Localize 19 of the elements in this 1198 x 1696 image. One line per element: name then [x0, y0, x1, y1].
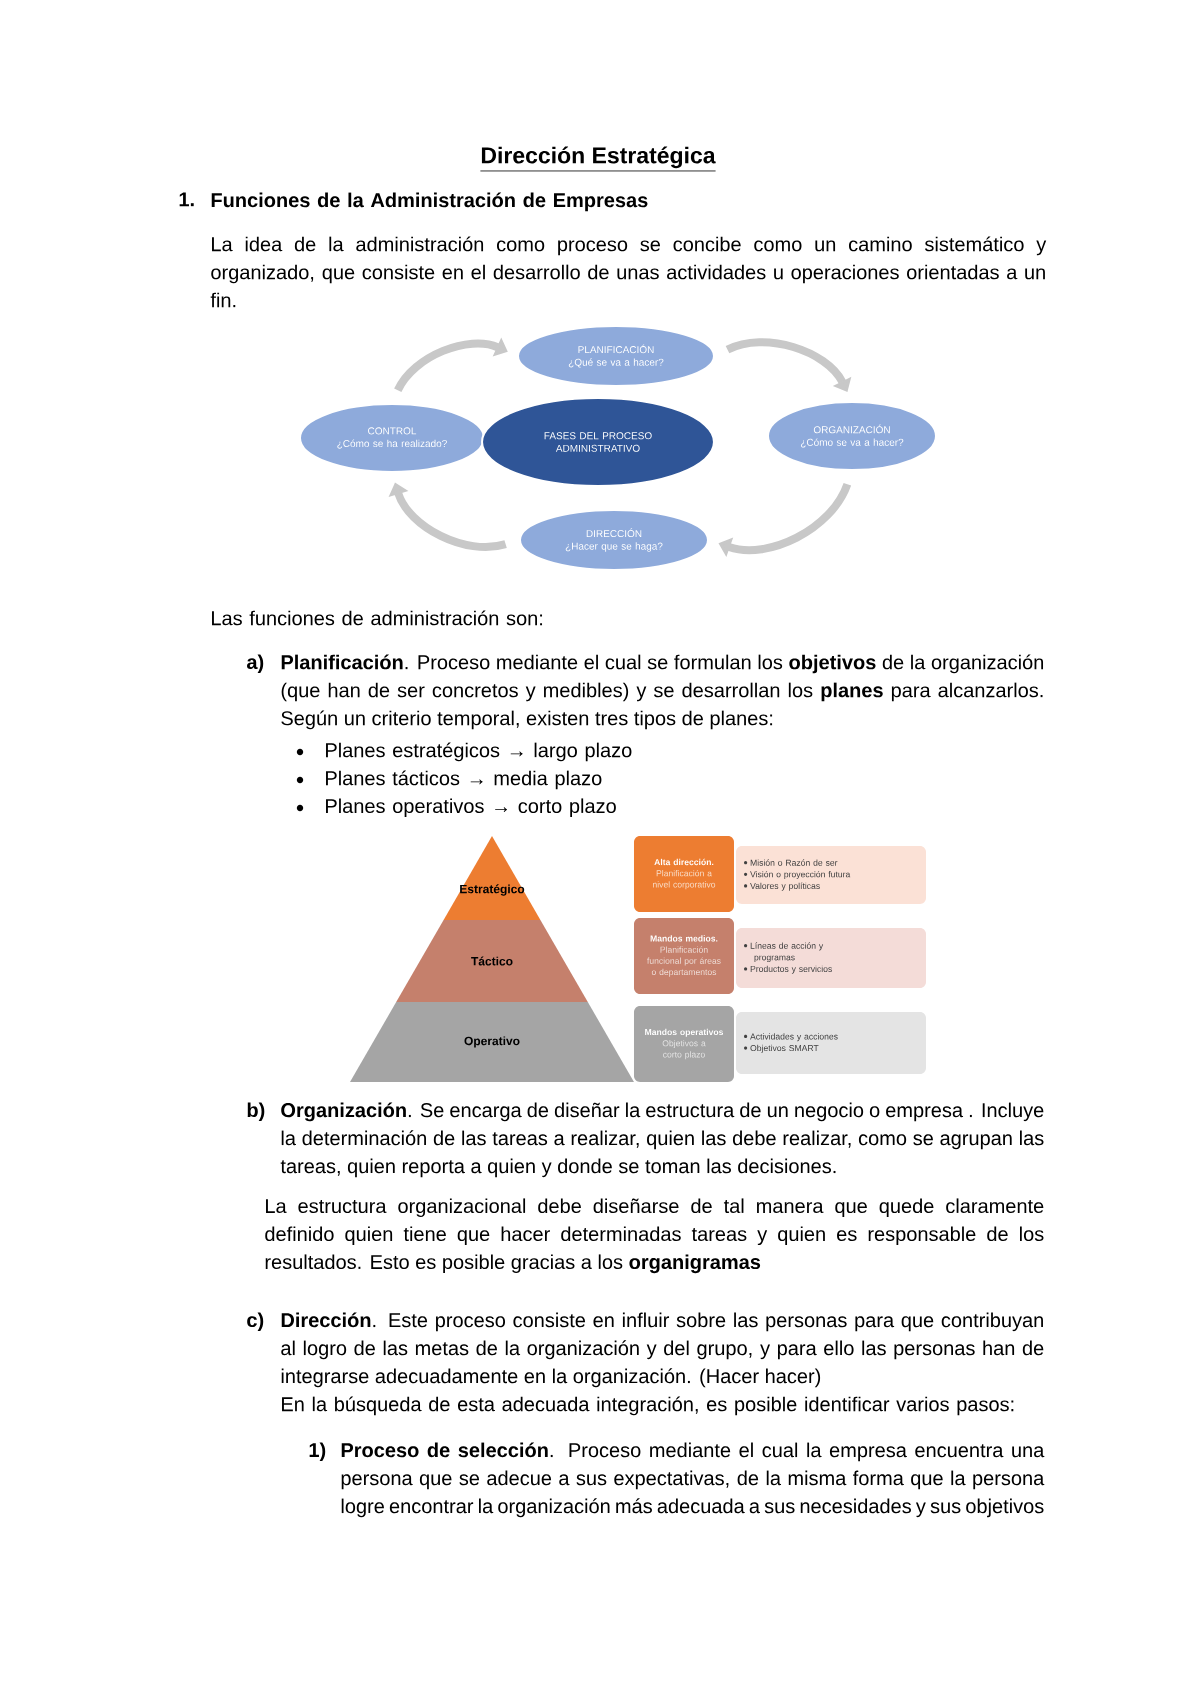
list-item: Planes operativos → corto plazo	[326, 798, 616, 818]
section-number: 1.	[179, 192, 194, 207]
paragraph: Organización. Se encarga de diseñar la estructura de un negocio o empresa . Incluye la determinación de las tareas a realizar, quien las debe realizar, como se agrupan las tareas, quien reporta a quien y donde se toman las decisiones.	[280, 1102, 1044, 1178]
paragraph: La idea de la administración como proceso se concibe como un camino sistemático y organizado, que consiste en el desarrollo de unas actividades u operaciones orientadas a un fin.	[210, 236, 1047, 308]
paragraph: La estructura organizacional debe diseñarse de tal manera que quede claramente definido quien tiene que hacer determinadas tareas y quien es responsable de los resultados. Esto es posible gracias a los organigramas	[265, 1198, 1044, 1274]
cycle-arrow	[394, 337, 508, 393]
paragraph: Dirección. Este proceso consiste en influir sobre las personas para que contribuyan al logro de las metas de la organización y del grupo, y para ello las personas han de integrarse adecuadamente en la organización. (Hacer hacer)	[281, 1312, 1044, 1388]
list-item: Planes tácticos → media plazo	[326, 770, 602, 790]
list-marker: a)	[247, 654, 264, 674]
paragraph: Proceso de selección. Proceso mediante el cual la empresa encuentra una persona que se adecue a sus expectativas, de la misma forma que la persona logre encontrar la organización más adecuada a sus necesidades y sus objetivos	[341, 1442, 1045, 1518]
title: Dirección Estratégica	[480, 146, 716, 172]
list-marker: 1)	[309, 1442, 326, 1462]
section-heading: Funciones de la Administración de Empresas	[211, 192, 648, 212]
list-item: Planes estratégicos → largo plazo	[326, 742, 632, 762]
list-marker: b)	[247, 1102, 265, 1122]
list-marker: c)	[247, 1312, 264, 1332]
paragraph: Las funciones de administración son:	[212, 610, 542, 626]
paragraph: En la búsqueda de esta adecuada integración, es posible identificar varios pasos:	[282, 1396, 1014, 1416]
paragraph: Planificación. Proceso mediante el cual se formulan los objetivos de la organización (que han de ser concretos y medibles) y se desarrollan los planes para alcanzarlos. Según un criterio temporal, existen tres tipos de planes:	[281, 654, 1043, 730]
